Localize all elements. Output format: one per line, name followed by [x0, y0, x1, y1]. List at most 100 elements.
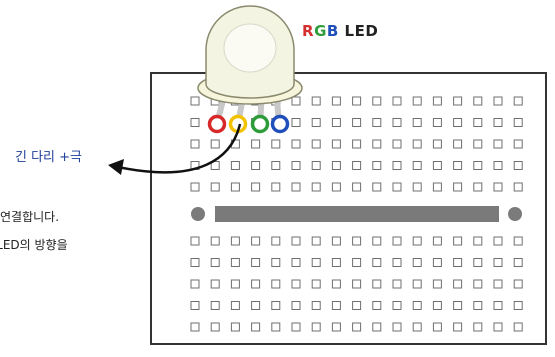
divider-left-dot: [191, 207, 205, 221]
breadboard-hole: [513, 118, 523, 127]
long-leg-callout: 긴 다리 +극: [15, 150, 82, 165]
breadboard-hole: [453, 96, 463, 106]
breadboard-hole: [210, 182, 220, 192]
breadboard-hole: [493, 118, 503, 127]
center-divider: [215, 206, 499, 222]
breadboard-hole: [352, 236, 362, 246]
breadboard-hole: [432, 279, 442, 289]
breadboard-hole: [331, 139, 341, 149]
breadboard-hole: [372, 301, 382, 310]
breadboard-hole: [271, 182, 281, 192]
breadboard-hole: [210, 279, 220, 289]
breadboard-hole: [291, 161, 301, 170]
breadboard-hole: [453, 139, 463, 149]
breadboard-hole: [412, 118, 422, 127]
led-title-r: R: [302, 22, 315, 40]
breadboard-hole: [453, 322, 463, 332]
breadboard-hole: [352, 118, 362, 127]
breadboard-hole: [513, 139, 523, 149]
breadboard-hole: [352, 258, 362, 267]
breadboard-hole: [432, 258, 442, 267]
breadboard-hole: [311, 322, 321, 332]
breadboard-hole: [493, 236, 503, 246]
breadboard-hole: [372, 161, 382, 170]
breadboard-hole: [291, 279, 301, 289]
breadboard-hole: [473, 139, 483, 149]
breadboard-hole: [251, 258, 261, 267]
breadboard-hole: [412, 236, 422, 246]
breadboard-hole: [190, 236, 200, 246]
breadboard-hole: [251, 161, 261, 170]
led-title: RGB LED: [302, 22, 378, 40]
breadboard-hole: [392, 96, 402, 106]
breadboard-hole: [230, 279, 240, 289]
breadboard-hole: [412, 96, 422, 106]
led-lens-highlight: [223, 23, 277, 73]
breadboard-hole: [493, 139, 503, 149]
breadboard-hole: [493, 301, 503, 310]
breadboard-hole: [311, 139, 321, 149]
breadboard-hole: [331, 161, 341, 170]
breadboard-hole: [372, 139, 382, 149]
breadboard-hole: [331, 118, 341, 127]
breadboard-hole: [311, 258, 321, 267]
lead-ring: [270, 114, 290, 134]
breadboard-hole: [392, 236, 402, 246]
breadboard-hole: [210, 301, 220, 310]
breadboard-hole: [331, 322, 341, 332]
breadboard-hole: [271, 322, 281, 332]
breadboard-hole: [190, 279, 200, 289]
breadboard-hole: [352, 279, 362, 289]
breadboard-hole: [493, 258, 503, 267]
breadboard-hole: [291, 139, 301, 149]
breadboard-hole: [251, 236, 261, 246]
breadboard-hole: [230, 301, 240, 310]
breadboard-hole: [432, 301, 442, 310]
breadboard-hole: [432, 96, 442, 106]
breadboard-hole: [493, 279, 503, 289]
breadboard-hole: [331, 182, 341, 192]
breadboard-hole: [311, 301, 321, 310]
breadboard-hole: [493, 182, 503, 192]
breadboard-hole: [251, 301, 261, 310]
breadboard-hole: [190, 182, 200, 192]
breadboard-hole: [271, 139, 281, 149]
breadboard-hole: [291, 96, 301, 106]
breadboard-hole: [190, 118, 200, 127]
breadboard-hole: [432, 118, 442, 127]
breadboard-hole: [412, 301, 422, 310]
breadboard-hole: [210, 322, 220, 332]
breadboard-hole: [493, 161, 503, 170]
divider-right-dot: [508, 207, 522, 221]
breadboard-hole: [453, 258, 463, 267]
breadboard-hole: [513, 96, 523, 106]
breadboard-hole: [432, 161, 442, 170]
breadboard-hole: [513, 236, 523, 246]
breadboard-hole: [291, 236, 301, 246]
breadboard-hole: [513, 301, 523, 310]
breadboard-hole: [271, 161, 281, 170]
breadboard-hole: [432, 322, 442, 332]
description-line-1: 연결합니다.: [0, 210, 60, 224]
breadboard-hole: [311, 236, 321, 246]
breadboard-hole: [291, 258, 301, 267]
breadboard-hole: [190, 258, 200, 267]
rgb-led: [197, 5, 303, 105]
breadboard-hole: [291, 322, 301, 332]
breadboard-hole: [291, 182, 301, 192]
breadboard-hole: [392, 182, 402, 192]
breadboard-hole: [230, 182, 240, 192]
breadboard-hole: [432, 139, 442, 149]
breadboard-hole: [251, 322, 261, 332]
breadboard-hole: [190, 139, 200, 149]
breadboard-hole: [392, 301, 402, 310]
breadboard-hole: [251, 279, 261, 289]
breadboard-hole: [473, 118, 483, 127]
breadboard-hole: [473, 279, 483, 289]
breadboard-hole: [473, 301, 483, 310]
breadboard-hole: [432, 236, 442, 246]
breadboard-hole: [392, 139, 402, 149]
breadboard-hole: [432, 182, 442, 192]
